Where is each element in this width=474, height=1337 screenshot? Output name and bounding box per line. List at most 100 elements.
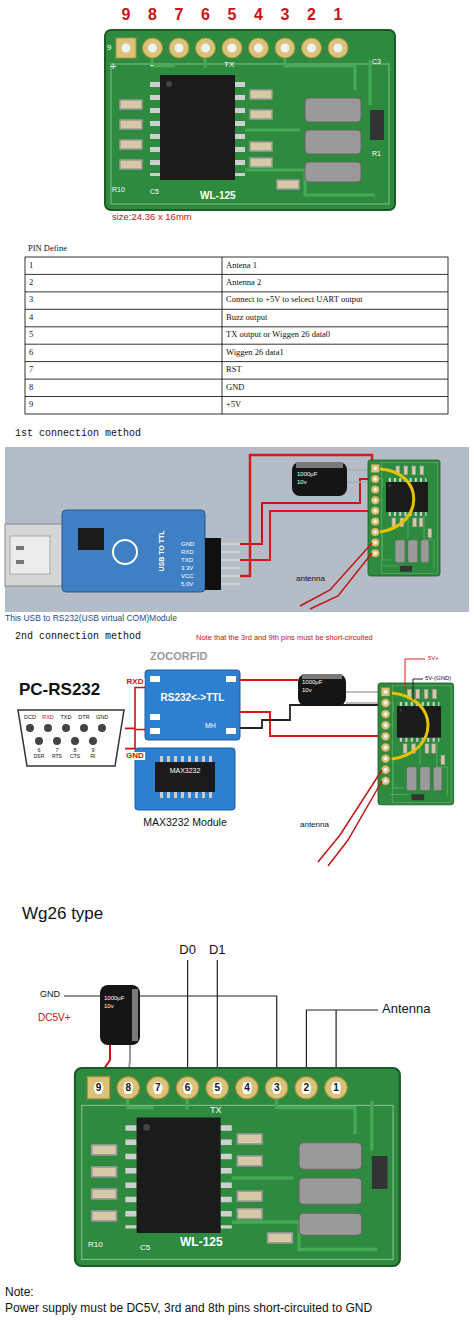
pin-number: 4 (254, 6, 263, 24)
wire (125, 730, 145, 749)
module-name: WL-125 (200, 190, 236, 202)
silkscreen: TX (224, 60, 234, 69)
connection-photo (221, 544, 240, 584)
connection-photo (240, 455, 372, 576)
silkscreen: MH (205, 722, 216, 730)
connection-photo (296, 462, 343, 468)
pin-name: DTR (78, 714, 89, 720)
pin-name: RXD (42, 714, 54, 720)
section-heading: Wg26 type (22, 904, 103, 924)
rs232-wiring (98, 724, 106, 732)
rs232-wiring (53, 737, 61, 745)
rs232-wiring (150, 728, 160, 734)
module-name: USB TO TTL (158, 530, 166, 571)
pin-number: 5 (228, 6, 237, 24)
table-cell: +5V (226, 400, 241, 410)
table-cell: 6 (29, 348, 33, 358)
pin-name: TXD (181, 557, 193, 564)
table-cell: 9 (29, 400, 33, 410)
rs232-ttl-module: RS232<->TTL (145, 670, 240, 740)
rs232-wiring (298, 674, 346, 706)
supply-label: DC5V+ (38, 1012, 71, 1024)
rs232-wiring (378, 683, 454, 805)
module-name: MAX3232 Module (143, 816, 226, 828)
silkscreen: R1 (372, 150, 381, 158)
pin-name: DSR (34, 754, 45, 760)
pin-name: CTS (70, 754, 80, 760)
table-cell: TX output or Wiggen 26 data0 (226, 330, 330, 340)
capacitor-marking: 1000μF (297, 471, 317, 478)
table-cell: 4 (29, 313, 33, 323)
rs232-wiring (302, 674, 342, 679)
pin-number: 9 (95, 1082, 103, 1094)
capacitor-marking: 10v (297, 479, 307, 486)
silkscreen: R10 (88, 1240, 103, 1249)
antenna-label: Antenna (382, 1002, 430, 1017)
rs232-wiring (405, 659, 425, 690)
rs232-wiring (240, 679, 298, 681)
table-cell: 1 (29, 261, 33, 271)
signal-name: D1 (209, 943, 226, 958)
connection-photo (205, 538, 221, 590)
module-board: WL-125 (75, 1068, 400, 1266)
connection-photo (380, 469, 414, 532)
table-cell: Buzz output (226, 313, 267, 323)
table-cell: 8 (29, 383, 33, 393)
connection-photo (78, 528, 104, 550)
rs232-wiring (44, 724, 52, 732)
dimension-note: size:24.36 x 16mm (112, 212, 192, 223)
rs232-wiring (89, 737, 97, 745)
silkscreen: R10 (112, 186, 125, 194)
pin-number: 6 (184, 1082, 192, 1094)
pin-name: VCC (181, 573, 194, 580)
supply-label: GND (40, 989, 60, 999)
pin-name: GND (96, 714, 108, 720)
pin-name: GND (181, 541, 194, 548)
pin-number: 2 (307, 6, 316, 24)
pin-number: 8 (148, 6, 157, 24)
pin-number: 8 (124, 1082, 132, 1094)
module-name: WL-125 (180, 1236, 223, 1250)
rs232-wiring (71, 737, 79, 745)
table-cell: GND (226, 383, 244, 393)
wire-label: GND (125, 752, 145, 761)
pin-name: TXD (61, 714, 72, 720)
pin-number: 7 (175, 6, 184, 24)
wire (125, 688, 145, 729)
silkscreen: C5 (150, 188, 159, 196)
pin-number: 8 (73, 747, 76, 753)
capacitor-marking: 10v (302, 687, 312, 694)
rs232-wiring (240, 705, 382, 728)
table-title: PIN Define (28, 244, 67, 254)
pin-table (25, 274, 448, 396)
table-cell: 3 (29, 295, 33, 305)
wg26-wiring (64, 960, 400, 1266)
antenna-label: antenna (296, 574, 325, 583)
connection-photo (368, 460, 440, 576)
connection-photo (62, 510, 205, 592)
wg26-wiring (100, 985, 140, 1045)
rs232-wiring (62, 724, 70, 732)
section-heading: 1st connection method (15, 428, 141, 440)
pin-number: 1 (334, 6, 343, 24)
capacitor-marking: 1000μF (104, 995, 124, 1002)
rs232-wiring (135, 748, 235, 810)
rs232-wiring (155, 762, 215, 792)
max3232-module: MAX3232MAX3232 Module (135, 748, 235, 832)
connection-photo (16, 546, 24, 550)
rs232-wiring (413, 679, 423, 700)
rs232-wiring (26, 724, 106, 745)
pin-name: RXD (181, 549, 194, 556)
signal-name: D0 (179, 943, 196, 958)
rs232-wiring (318, 770, 382, 866)
rs232-wiring (150, 676, 236, 734)
module-name: MAX3232 (170, 767, 201, 775)
rs232-wiring (160, 792, 212, 798)
caption: This USB to RS232(USB virtual COM)Module (5, 614, 177, 624)
rs232-wiring (150, 676, 160, 682)
pin-table (25, 257, 448, 414)
pin-number: 5 (214, 1082, 222, 1094)
module-name: PC-RS232 (19, 680, 100, 700)
capacitor-marking: 10v (104, 1003, 114, 1010)
watermark: ZOCORFID (150, 650, 207, 663)
